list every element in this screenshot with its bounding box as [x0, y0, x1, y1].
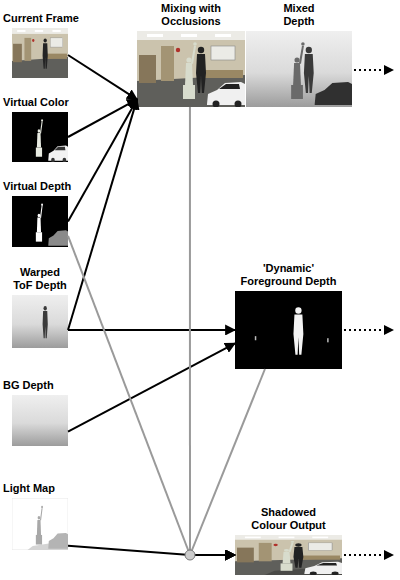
person-figure — [304, 47, 314, 93]
tof-depth-thumbnail — [12, 295, 68, 348]
heading-text: Mixed Depth — [269, 2, 329, 28]
dotted-output-arrow — [354, 69, 393, 71]
foreground-depth-thumbnail — [235, 291, 342, 369]
thumbnail-ground — [12, 498, 68, 550]
bg-depth-thumbnail — [12, 395, 68, 446]
heading-text: 'Dynamic' Foreground Depth — [235, 262, 342, 288]
node-heading: Virtual Color — [3, 96, 69, 109]
car-figure — [315, 82, 352, 105]
connector-line — [189, 107, 191, 555]
node-heading: Current Frame — [3, 12, 79, 25]
heading-text: BG Depth — [3, 379, 54, 392]
mixed-depth-thumbnail — [246, 31, 352, 107]
office-scene — [235, 535, 342, 575]
car-windows — [51, 147, 66, 162]
car-windows — [213, 84, 242, 108]
statue-figure — [281, 541, 295, 571]
person-figure — [43, 38, 48, 68]
node-heading: Virtual Depth — [3, 180, 71, 193]
heading-text: Virtual Color — [3, 96, 69, 109]
heading-text: Shadowed Colour Output — [245, 506, 332, 532]
node-heading: 'Dynamic' Foreground Depth — [235, 262, 342, 288]
image-node: Light Map — [12, 498, 68, 550]
connector — [190, 107, 235, 555]
car-figure — [48, 533, 68, 549]
thumbnail-ground — [12, 112, 68, 162]
thumbnail-ground — [235, 291, 342, 369]
image-node: Virtual Depth — [12, 196, 68, 247]
noise-speck — [327, 338, 328, 342]
connector-line — [68, 546, 190, 555]
connector — [68, 99, 137, 221]
car-figure — [48, 230, 68, 245]
statue-figure — [36, 119, 43, 156]
person-figure — [293, 543, 303, 567]
image-node: BG Depth — [12, 395, 68, 446]
virtual-color-thumbnail — [12, 112, 68, 162]
connector-line — [68, 343, 235, 431]
connector-line — [190, 554, 235, 556]
node-heading: Shadowed Colour Output — [245, 506, 332, 532]
heading-text: Current Frame — [3, 12, 79, 25]
thumbnail-ground — [12, 395, 68, 446]
noise-speck — [255, 336, 256, 340]
image-node: 'Dynamic' Foreground Depth — [235, 291, 342, 369]
mixing-thumbnail — [137, 31, 245, 108]
image-node: Current Frame — [12, 28, 68, 78]
connector — [68, 55, 137, 99]
node-heading: Mixing with Occlusions — [137, 2, 245, 28]
junction-dot — [185, 550, 195, 560]
connector-line — [190, 554, 235, 556]
office-scene — [137, 31, 245, 107]
node-heading: Light Map — [3, 482, 55, 495]
statue-figure — [291, 42, 305, 99]
node-heading: BG Depth — [3, 379, 54, 392]
person-figure — [293, 307, 303, 354]
connector-line — [68, 99, 137, 330]
image-node: Warped ToF Depth — [12, 295, 68, 348]
frame-thumbnail — [12, 28, 68, 78]
output-thumbnail — [235, 535, 342, 575]
car-windows — [310, 563, 339, 575]
connector-line — [68, 99, 137, 221]
node-heading: Mixed Depth — [269, 2, 329, 28]
person-figure — [196, 47, 206, 93]
statue-figure — [183, 42, 197, 99]
image-node: Shadowed Colour Output — [235, 535, 342, 575]
heading-text: Light Map — [3, 482, 55, 495]
dotted-output-arrow — [344, 554, 393, 556]
thumbnail-ground — [12, 295, 68, 348]
statue-figure — [36, 204, 43, 242]
connector — [68, 546, 235, 555]
connector-line — [190, 554, 235, 556]
heading-text: Warped ToF Depth — [10, 266, 70, 292]
image-node: Mixed Depth — [246, 31, 352, 107]
connector — [68, 343, 235, 431]
heading-text: Virtual Depth — [3, 180, 71, 193]
heading-text: Mixing with Occlusions — [137, 2, 245, 28]
person-figure — [43, 306, 48, 338]
connector-line — [190, 554, 235, 556]
connector — [68, 99, 137, 330]
image-node: Virtual Color — [12, 112, 68, 162]
thumbnail-ground — [246, 31, 352, 107]
connector — [68, 329, 235, 330]
connector-line — [68, 329, 235, 331]
connector-line — [68, 55, 137, 99]
office-scene — [12, 28, 68, 78]
virtual-depth-thumbnail — [12, 196, 68, 247]
node-heading: Warped ToF Depth — [10, 266, 70, 292]
image-node: Mixing with Occlusions — [137, 31, 245, 107]
connector-line — [68, 236, 190, 555]
light-map-thumbnail — [12, 498, 68, 550]
statue-figure — [36, 506, 43, 545]
thumbnail-ground — [12, 196, 68, 247]
dotted-output-arrow — [344, 329, 393, 331]
